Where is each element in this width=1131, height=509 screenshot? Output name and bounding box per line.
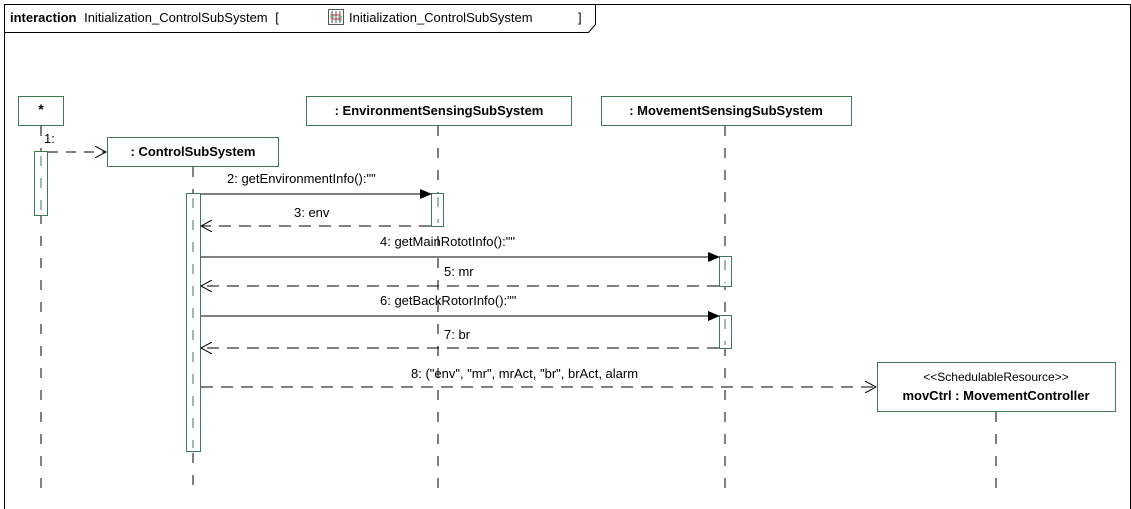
lifeline-control-head[interactable]	[107, 137, 279, 167]
lifeline-movctrl-stereotype: <<SchedulableResource>>	[923, 370, 1068, 384]
frame-ref-name[interactable]: Initialization_ControlSubSystem	[349, 10, 533, 25]
activation-env	[431, 193, 444, 227]
message-2-label: 2: getEnvironmentInfo():""	[227, 171, 376, 186]
lifeline-movctrl-label: movCtrl : MovementController	[902, 388, 1089, 403]
lifeline-env-label: : EnvironmentSensingSubSystem	[335, 103, 544, 118]
frame-name-tab	[4, 4, 596, 33]
lifeline-movctrl-head[interactable]	[877, 362, 1116, 412]
message-6-label: 6: getBackRotorInfo():""	[380, 293, 517, 308]
message-5-label: 5: mr	[444, 264, 474, 279]
activation-control	[186, 193, 201, 452]
lifeline-star-label: *	[38, 101, 44, 117]
sequence-diagram-icon[interactable]	[328, 9, 344, 25]
activation-move-2	[719, 315, 732, 349]
lifeline-control-label: : ControlSubSystem	[131, 144, 256, 159]
frame-open-bracket: [	[275, 10, 279, 25]
message-7-label: 7: br	[444, 327, 471, 342]
message-4-label: 4: getMainRototInfo():""	[380, 234, 515, 249]
message-3-label: 3: env	[294, 205, 330, 220]
activation-move-1	[719, 256, 732, 287]
lifeline-env-head[interactable]	[306, 96, 572, 126]
frame-close-bracket: ]	[578, 10, 582, 25]
frame-title: interaction Initialization_ControlSubSys…	[10, 10, 279, 25]
lifeline-move-head[interactable]	[601, 96, 852, 126]
message-8-label: 8: ("env", "mr", mrAct, "br", brAct, ala…	[411, 366, 638, 381]
lifeline-move-label: : MovementSensingSubSystem	[629, 103, 823, 118]
lifeline-star-head[interactable]	[18, 96, 64, 126]
message-1-label: 1:	[44, 131, 55, 146]
frame-keyword: interaction	[10, 10, 77, 25]
frame-name: Initialization_ControlSubSystem	[84, 10, 268, 25]
